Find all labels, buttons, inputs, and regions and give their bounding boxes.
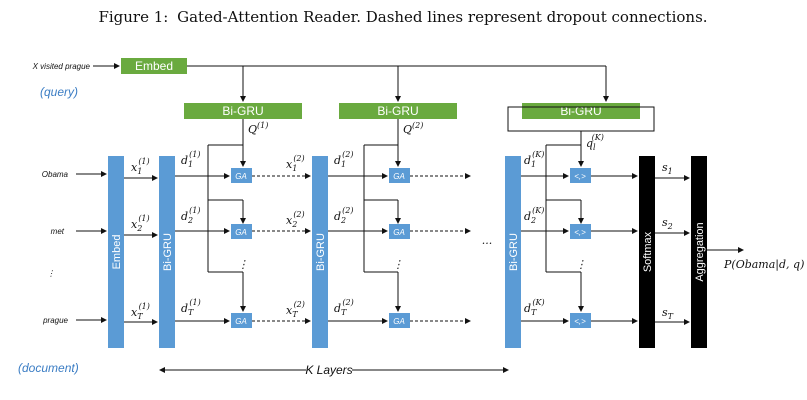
ga-box-1-2: GA (231, 224, 252, 239)
sT-label: sT (662, 306, 674, 321)
s1-label: s1 (662, 161, 673, 176)
s2-label: s2 (662, 216, 673, 231)
aggregation-box: Aggregation (691, 156, 707, 348)
svg-text:Bi-GRU: Bi-GRU (162, 233, 174, 271)
d1-2-label: d2(1) (181, 206, 200, 225)
dot-box-2: <,> (570, 224, 591, 239)
query-embed-box: Embed (121, 58, 187, 74)
figure-caption: Figure 1: Gated-Attention Reader. Dashed… (98, 8, 707, 26)
ga-box-2-1: GA (389, 168, 410, 183)
dk-T-label: dT(K) (524, 298, 545, 317)
doc-token-3: ⋮ (47, 269, 55, 278)
x1-1-label: x1(1) (131, 157, 150, 176)
svg-text:Bi-GRU: Bi-GRU (377, 104, 418, 118)
doc-bigru-box-1: Bi-GRU (159, 156, 175, 348)
svg-text:Embed: Embed (111, 235, 123, 270)
dk-2-label: d2(K) (524, 206, 544, 225)
output-probability: P(Obama|d, q) (723, 258, 804, 272)
svg-text:Aggregation: Aggregation (694, 222, 706, 281)
x1-2-label: x2(1) (131, 214, 150, 233)
x2-2-label: x2(2) (286, 210, 305, 229)
x2-T-label: xT(2) (286, 300, 305, 319)
dot-box-T: <,> (570, 313, 591, 328)
query-bigru-box-1: Bi-GRU (184, 103, 302, 119)
vdots-colk: ⋮ (576, 258, 587, 271)
svg-text:<,>: <,> (574, 317, 586, 326)
ga-box-1-T: GA (231, 313, 252, 328)
dk-1-label: d1(K) (524, 150, 544, 169)
ga-box-2-2: GA (389, 224, 410, 239)
layer-ellipsis: ... (482, 234, 493, 247)
vdots-col1: ⋮ (238, 258, 249, 271)
svg-text:GA: GA (393, 172, 405, 181)
d1-T-label: dT(1) (181, 298, 201, 317)
document-label: (document) (18, 361, 79, 375)
svg-text:GA: GA (393, 317, 405, 326)
qlk-label: ql(K) (586, 133, 604, 152)
doc-token-1: Obama (42, 170, 69, 179)
query-bigru-box-k: Bi-GRU (522, 103, 640, 119)
query-bigru-box-2: Bi-GRU (339, 103, 457, 119)
caption-text: Gated-Attention Reader. Dashed lines rep… (177, 8, 707, 26)
svg-text:<,>: <,> (574, 228, 586, 237)
caption-prefix: Figure 1: (98, 8, 168, 26)
svg-text:GA: GA (235, 172, 247, 181)
svg-text:Bi-GRU: Bi-GRU (315, 233, 327, 271)
d2-1-label: d1(2) (334, 150, 353, 169)
document-embed-box: Embed (108, 156, 124, 348)
d2-2-label: d2(2) (334, 206, 353, 225)
svg-text:Softmax: Softmax (642, 231, 654, 272)
svg-text:<,>: <,> (574, 172, 586, 181)
q1-label: Q(1) (248, 121, 268, 136)
k-layers-label: K Layers (305, 363, 352, 377)
ga-box-1-1: GA (231, 168, 252, 183)
doc-token-2: met (51, 227, 65, 236)
svg-text:GA: GA (393, 228, 405, 237)
d1-1-label: d1(1) (181, 150, 200, 169)
svg-text:GA: GA (235, 228, 247, 237)
query-label: (query) (40, 85, 78, 99)
doc-token-4: prague (42, 316, 68, 325)
query-input-text: X visited prague (32, 62, 91, 71)
svg-text:Bi-GRU: Bi-GRU (560, 104, 601, 118)
vdots-col2: ⋮ (393, 258, 404, 271)
x1-T-label: xT(1) (131, 302, 150, 321)
doc-bigru-box-k: Bi-GRU (505, 156, 521, 348)
svg-text:Embed: Embed (135, 59, 173, 73)
svg-text:Bi-GRU: Bi-GRU (222, 104, 263, 118)
svg-text:GA: GA (235, 317, 247, 326)
dot-box-1: <,> (570, 168, 591, 183)
doc-bigru-box-2: Bi-GRU (312, 156, 328, 348)
ga-box-2-T: GA (389, 313, 410, 328)
q2-label: Q(2) (403, 121, 423, 136)
softmax-box: Softmax (639, 156, 655, 348)
d2-T-label: dT(2) (334, 298, 354, 317)
svg-text:Bi-GRU: Bi-GRU (508, 233, 520, 271)
x2-1-label: x1(2) (286, 154, 305, 173)
